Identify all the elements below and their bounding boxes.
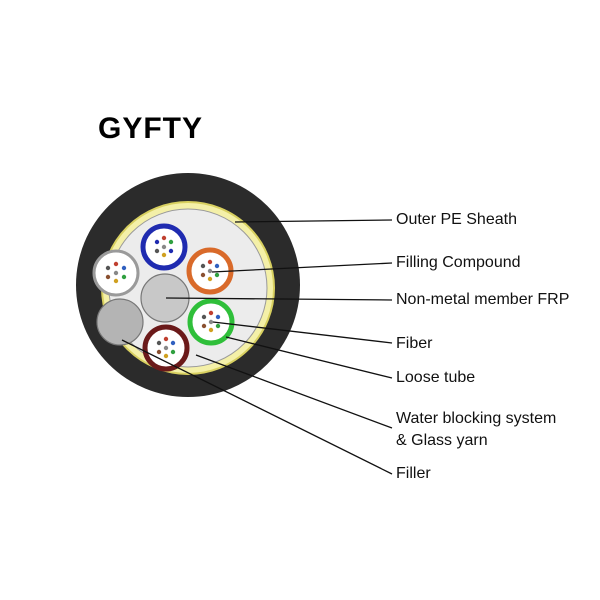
leader-loose-tube	[225, 336, 393, 379]
label-fiber: Fiber	[396, 335, 433, 352]
label-loose-tube: Loose tube	[396, 369, 476, 386]
leader-outer-sheath	[234, 219, 393, 223]
loose-tube-white	[92, 249, 140, 297]
loose-tube-brown	[142, 324, 190, 372]
diagram-title: GYFTY	[98, 112, 204, 145]
leader-filler	[121, 339, 393, 475]
leader-fiber	[212, 321, 393, 344]
label-filler: Filler	[396, 465, 431, 482]
leader-water-blocking	[195, 354, 393, 429]
label-water-blocking-line2: & Glass yarn	[396, 432, 488, 449]
loose-tube-blue	[140, 223, 188, 271]
leader-frp	[165, 297, 393, 301]
label-frp: Non-metal member FRP	[396, 291, 570, 308]
label-filling-compound: Filling Compound	[396, 254, 521, 271]
loose-tube-green	[187, 298, 235, 346]
label-water-blocking-line1: Water blocking system	[396, 410, 557, 427]
leader-filling-compound	[211, 262, 393, 273]
label-outer-sheath: Outer PE Sheath	[396, 211, 517, 228]
filler	[96, 298, 144, 346]
